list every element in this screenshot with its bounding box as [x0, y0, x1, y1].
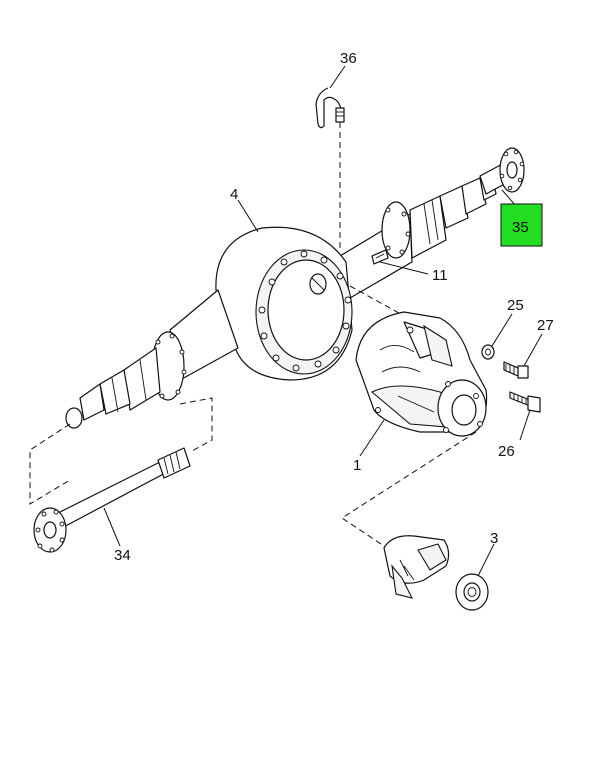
part-3-yoke-nut[interactable]: [383, 535, 489, 611]
part-4-axle-housing[interactable]: [65, 173, 497, 429]
dashed-line-34: [29, 423, 71, 505]
part-36-breather[interactable]: [315, 87, 345, 129]
callout-36: 36: [340, 50, 357, 67]
callout-11: 11: [432, 267, 448, 284]
leader-1: [359, 419, 385, 457]
leader-25: [491, 313, 513, 347]
leader-26: [519, 409, 531, 441]
callout-26: 26: [498, 443, 515, 460]
leader-35: [501, 189, 517, 207]
part-26-bolt[interactable]: [509, 391, 541, 413]
callout-34: 34: [114, 547, 131, 564]
part-27-bolt[interactable]: [503, 361, 529, 379]
part-11-tag[interactable]: [371, 249, 389, 265]
leader-4: [237, 199, 259, 233]
leader-11: [379, 261, 429, 275]
part-34-axle-shaft[interactable]: [33, 447, 191, 553]
dashed-line-34b: [179, 397, 213, 453]
callout-35: 35: [512, 219, 529, 236]
part-25-washer[interactable]: [481, 344, 495, 360]
part-1-carrier[interactable]: [355, 311, 488, 437]
part-35-highlight-box[interactable]: [500, 203, 543, 247]
leader-36: [329, 65, 346, 89]
callout-4: 4: [230, 186, 238, 203]
callout-27: 27: [537, 317, 554, 334]
leader-27: [523, 333, 543, 367]
callout-1: 1: [353, 457, 361, 474]
callout-3: 3: [490, 530, 498, 547]
part-35-flange[interactable]: [479, 147, 525, 195]
leader-3: [477, 543, 495, 577]
leader-34: [103, 507, 121, 547]
callout-25: 25: [507, 297, 524, 314]
